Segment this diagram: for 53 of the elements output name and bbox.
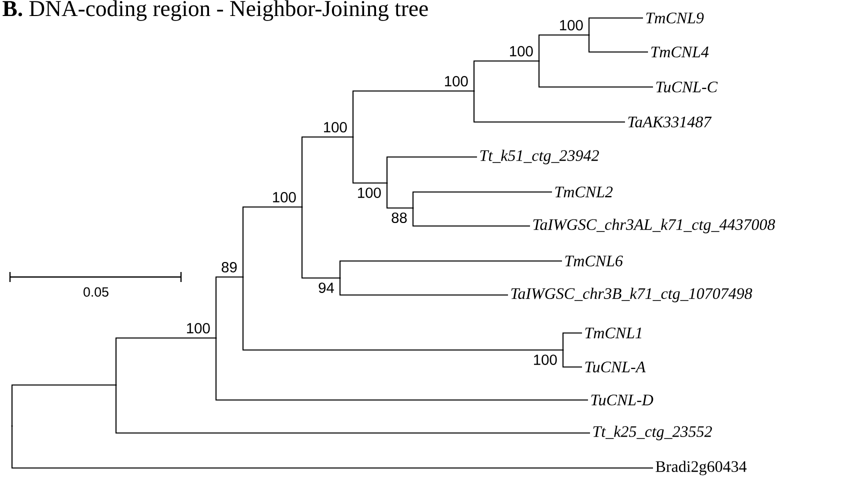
bootstrap-value: 88 xyxy=(392,212,407,223)
taxon-label: TmCNL6 xyxy=(565,256,623,266)
taxon-label: TmCNL2 xyxy=(555,186,613,198)
branch-line xyxy=(386,156,477,183)
branch-line xyxy=(11,426,653,469)
branch-line xyxy=(242,206,302,277)
branch-line xyxy=(339,260,562,278)
branch-line xyxy=(412,208,530,227)
bootstrap-value: 100 xyxy=(273,192,296,202)
branch-line xyxy=(352,137,387,184)
branch-line xyxy=(473,91,625,123)
taxon-label: TmCNL9 xyxy=(646,12,704,24)
taxon-label: Bradi2g60434 xyxy=(656,460,747,476)
taxon-label: Tt_k25_ctg_23552 xyxy=(593,426,712,440)
bootstrap-value: 94 xyxy=(318,282,334,293)
title: B. DNA-coding region - Neighbor-Joining tree xyxy=(2,0,428,21)
taxon-label: TmCNL1 xyxy=(585,328,642,338)
branch-line xyxy=(386,183,413,209)
branch-line xyxy=(562,350,582,368)
taxon-label: TuCNL-A xyxy=(585,362,646,372)
branch-line xyxy=(588,35,648,53)
branch-line xyxy=(242,277,563,351)
bootstrap-value: 100 xyxy=(445,76,468,86)
scale-label: 0.05 xyxy=(84,287,108,297)
bootstrap-value: 89 xyxy=(222,262,237,272)
branch-line xyxy=(301,207,340,279)
bootstrap-value: 100 xyxy=(358,188,381,198)
bootstrap-value: 100 xyxy=(534,354,557,365)
bootstrap-value: 100 xyxy=(510,46,533,56)
branch-line xyxy=(115,337,216,385)
branch-line xyxy=(301,136,353,207)
taxon-label: TuCNL-D xyxy=(591,394,654,406)
branch-line xyxy=(115,385,590,434)
branch-line xyxy=(562,332,582,350)
branch-line xyxy=(11,384,116,426)
branch-line xyxy=(473,60,539,91)
branch-line xyxy=(215,276,243,338)
bootstrap-value: 100 xyxy=(187,323,210,334)
branch-line xyxy=(215,338,588,401)
bootstrap-value: 100 xyxy=(560,20,583,30)
taxon-label: TaAK331487 xyxy=(628,116,712,128)
branch-line xyxy=(339,278,508,296)
branch-line xyxy=(538,34,589,61)
branch-line xyxy=(588,17,643,35)
branch-line xyxy=(412,191,552,208)
bootstrap-value: 100 xyxy=(324,122,347,132)
taxon-label: TaIWGSC_chr3AL_k71_ctg_4437008 xyxy=(533,218,776,234)
branch-line xyxy=(538,61,653,88)
taxon-label: TuCNL-C xyxy=(656,82,718,92)
taxon-label: TaIWGSC_chr3B_k71_ctg_10707498 xyxy=(511,288,752,302)
taxon-label: TmCNL4 xyxy=(651,46,709,58)
branch-line xyxy=(352,90,474,137)
taxon-label: Tt_k51_ctg_23942 xyxy=(480,150,599,164)
